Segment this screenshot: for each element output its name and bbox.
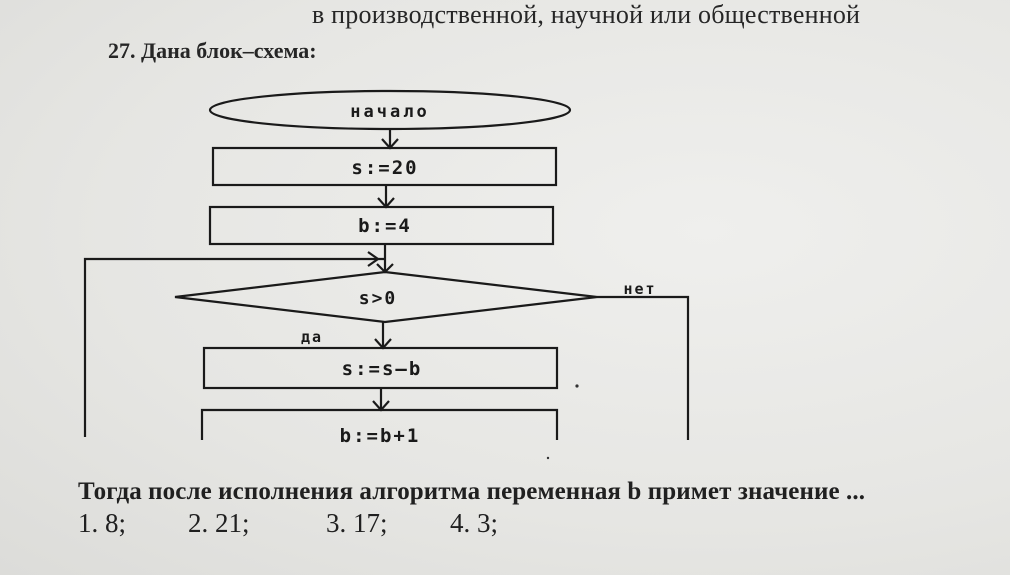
no-branch-label: нет (623, 280, 656, 298)
answer-option-4: 4. 3; (450, 508, 499, 538)
task-title: 27. Дана блок–схема: (108, 38, 317, 63)
question-text: Тогда после исполнения алгоритма перемен… (78, 478, 866, 505)
increment-b-box (200, 408, 559, 440)
decrement-s-label: s:=s–b (342, 358, 423, 380)
loop-back-line (83, 257, 385, 437)
arrow-icon (367, 251, 380, 267)
no-branch-line (597, 295, 690, 440)
assign-s-box (211, 146, 558, 187)
answer-option-1: 1. 8; (78, 508, 127, 538)
start-label: начало (350, 102, 429, 122)
assign-s-label: s:=20 (351, 157, 418, 179)
assign-b-label: b:=4 (358, 215, 412, 237)
increment-b-label: b:=b+1 (340, 425, 421, 447)
condition-label: s>0 (359, 288, 398, 309)
header-text: в производственной, научной или обществе… (312, 0, 861, 29)
assign-b-box (208, 205, 555, 246)
yes-branch-label: да (301, 328, 323, 346)
flowchart-diagram: начало s:=20 b:=4 s>0 нет да s:=s–b (83, 89, 690, 460)
answer-option-3: 3. 17; (326, 508, 388, 538)
answer-option-2: 2. 21; (188, 508, 250, 538)
